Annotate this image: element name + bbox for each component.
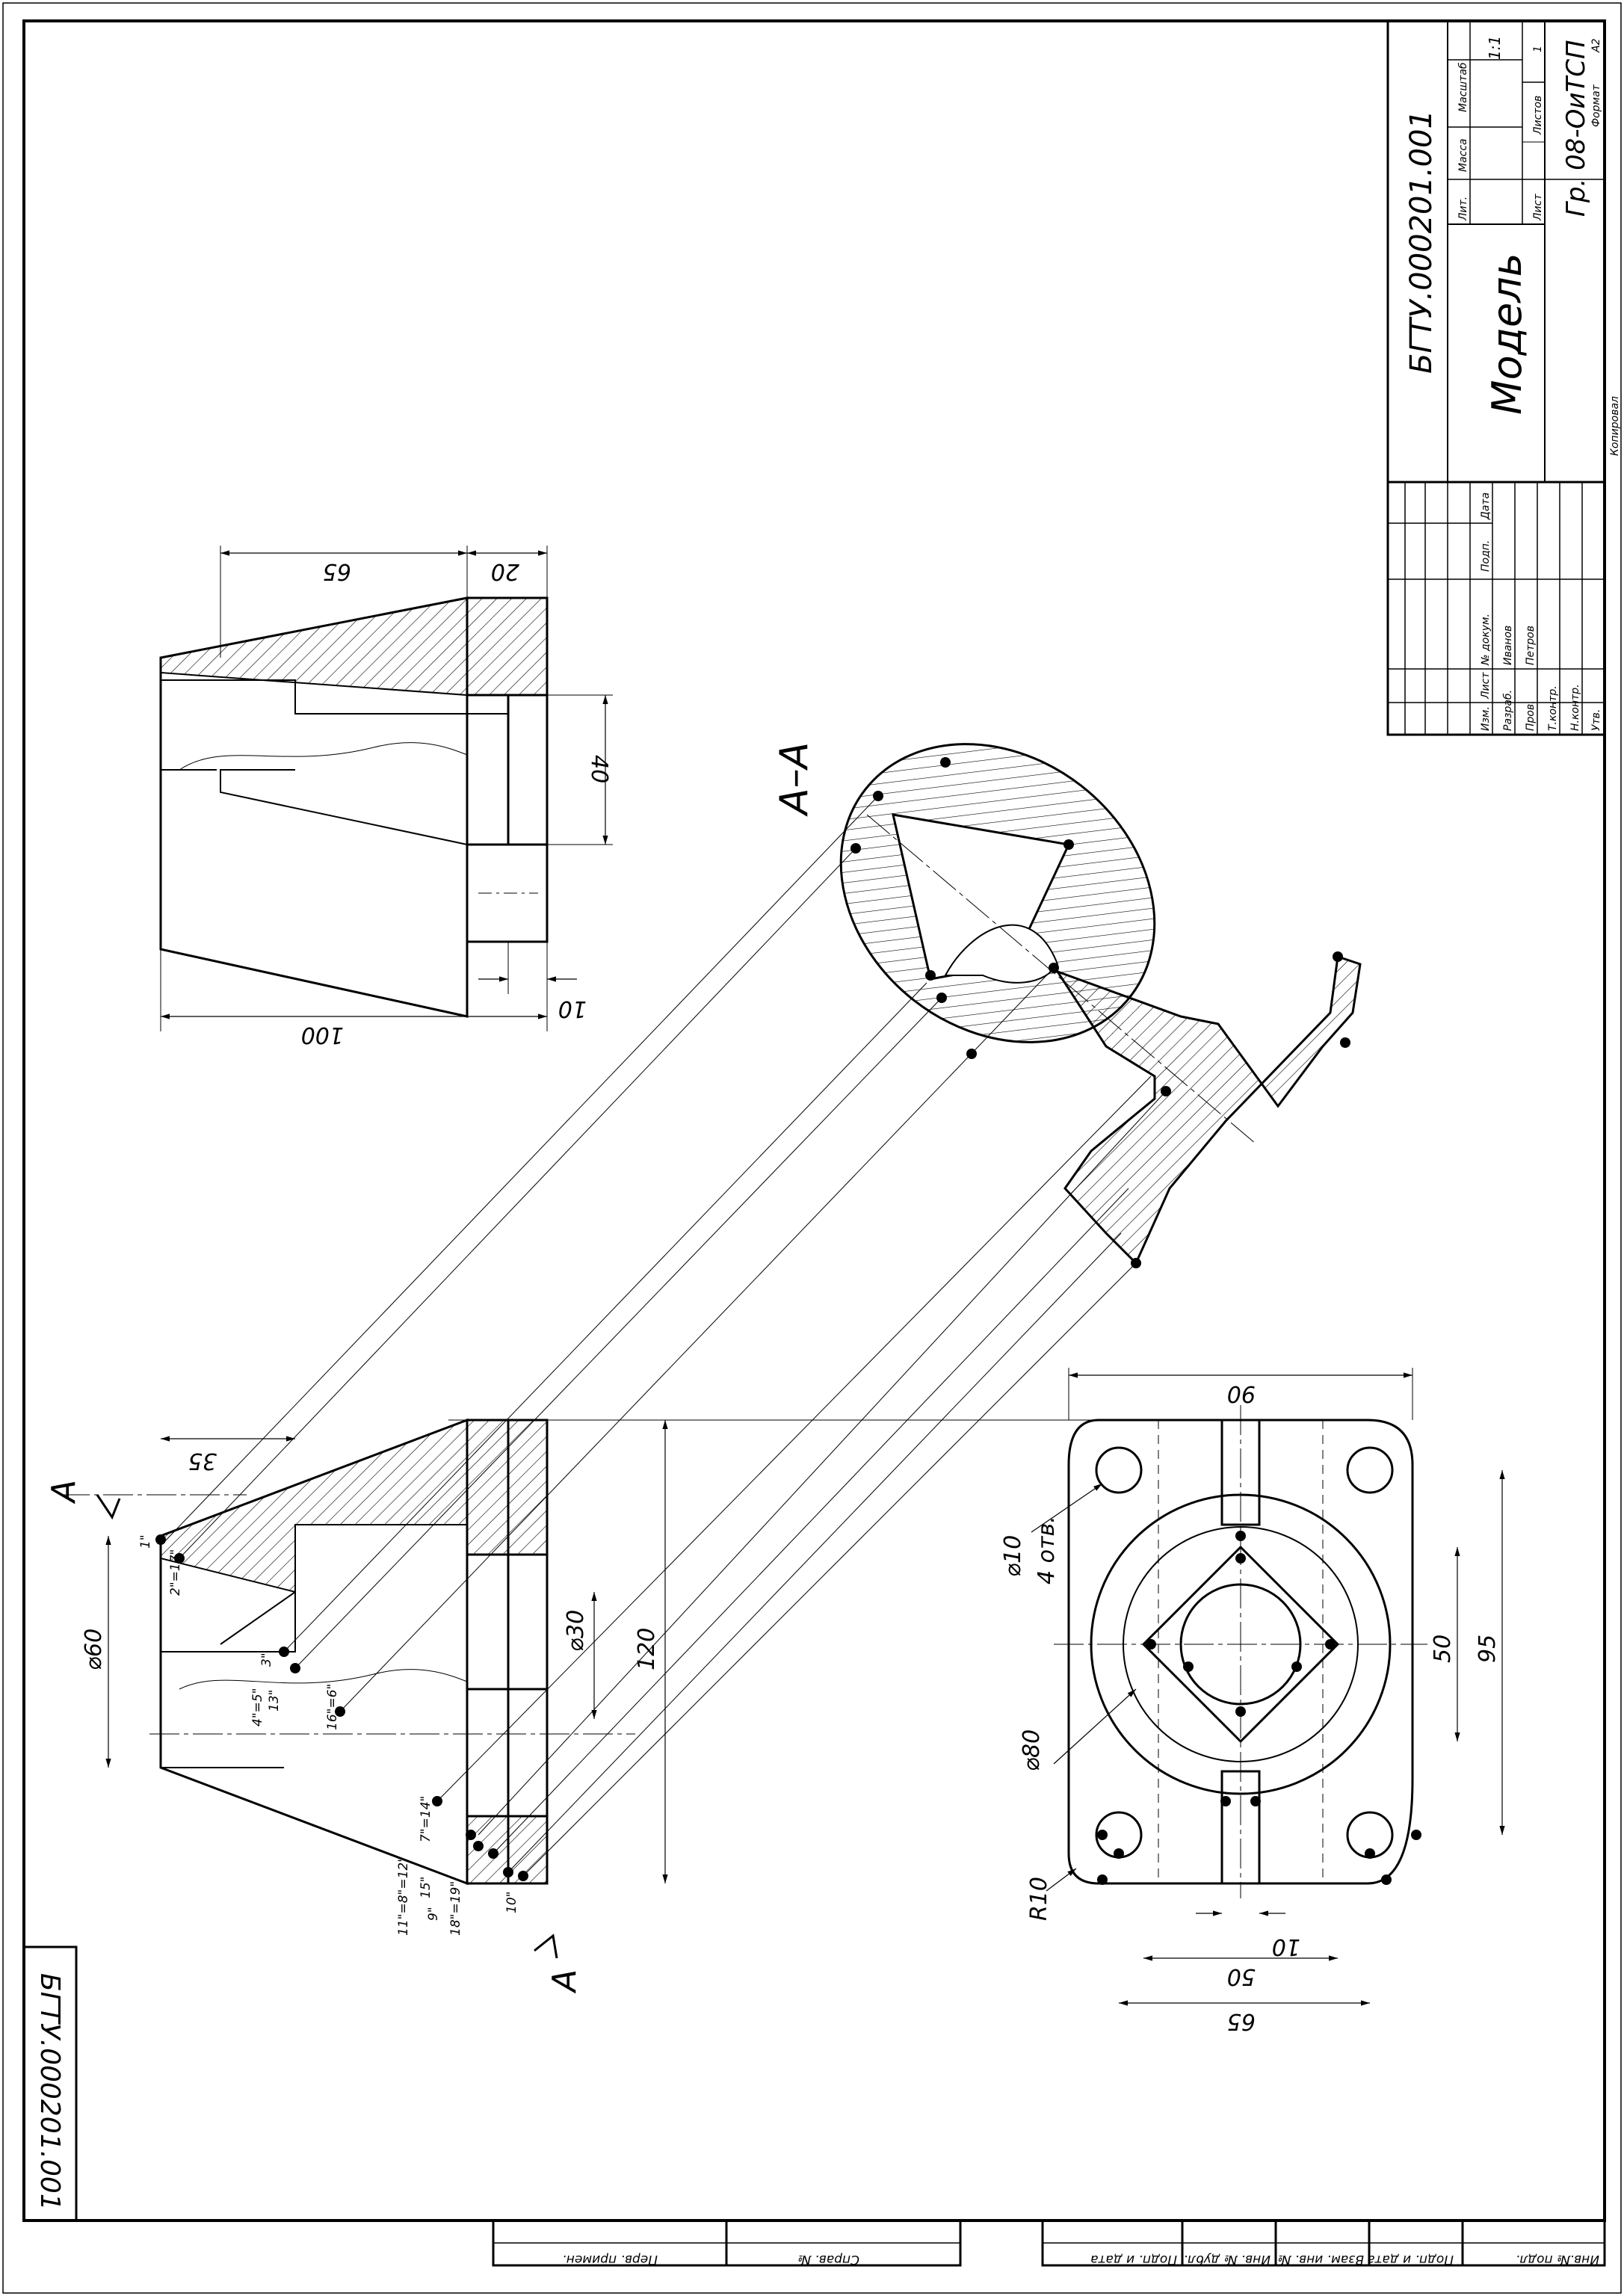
dim-top-10: 10 xyxy=(558,996,587,1022)
dim-50-v: 50 xyxy=(1430,1635,1456,1663)
tb-col-izm: Изм. xyxy=(1480,706,1492,731)
tb-group: Гр. 08-ОиТСП xyxy=(1561,40,1591,217)
side-columns xyxy=(492,2219,1606,2267)
cut-label-top: А xyxy=(45,1480,83,1505)
tb-hdr-lit: Лит. xyxy=(1457,197,1469,221)
tb-format-value: A2 xyxy=(1590,38,1602,53)
tb-scale-value: 1:1 xyxy=(1486,36,1504,60)
pt-4: 4"=5" xyxy=(250,1688,265,1726)
cut-label-bottom: А xyxy=(546,1969,584,1994)
tb-sheets-label: Листов xyxy=(1532,96,1544,135)
tb-checker: Петров xyxy=(1525,626,1537,665)
side-col-top-0: Справ. № xyxy=(797,2252,859,2267)
pt-3: 3" xyxy=(259,1652,274,1667)
dim-10-dia: ⌀10 xyxy=(1000,1535,1026,1577)
section-label: А–А xyxy=(772,742,817,817)
side-col-3: Инв. № дубл. xyxy=(1184,2252,1271,2267)
tb-role-ncontr: Н.контр. xyxy=(1569,684,1581,731)
plan-points xyxy=(1097,1531,1421,1885)
projection-points xyxy=(155,757,1350,1881)
pt-16: 16"=6" xyxy=(325,1684,340,1730)
tb-role-dev: Разраб. xyxy=(1502,690,1514,731)
tb-sheet-label: Лист xyxy=(1532,194,1544,221)
drawing-frame xyxy=(22,19,1606,2222)
tb-hdr-scale: Масштаб xyxy=(1457,62,1469,112)
dim-65: 65 xyxy=(1227,2008,1256,2034)
corner-stamp: БГТУ.000201.001 xyxy=(22,1945,78,2222)
tb-col-list: Лист xyxy=(1480,672,1492,700)
dim-top-100: 100 xyxy=(301,1022,344,1048)
corner-stamp-text: БГТУ.000201.001 xyxy=(34,1973,65,2211)
dim-60: ⌀60 xyxy=(81,1629,107,1670)
tb-col-doc: № докум. xyxy=(1480,614,1492,666)
tb-role-check: Пров. xyxy=(1525,700,1537,731)
dim-r10: R10 xyxy=(1026,1877,1052,1921)
pt-18: 18"=19" xyxy=(448,1881,463,1936)
side-view-small xyxy=(159,546,613,1031)
tb-name: Модель xyxy=(1483,253,1531,415)
dim-90: 90 xyxy=(1227,1380,1256,1407)
front-section-view xyxy=(60,1418,668,1959)
tb-designation: БГТУ.000201.001 xyxy=(1404,110,1439,374)
pt-10: 10" xyxy=(504,1892,519,1913)
tb-developer: Иванов xyxy=(1502,626,1514,665)
dim-35: 35 xyxy=(188,1448,217,1474)
dim-80: ⌀80 xyxy=(1019,1729,1045,1771)
side-col-1: Подп. и дата xyxy=(1367,2252,1454,2267)
dim-top-20: 20 xyxy=(491,558,519,584)
dim-holes: 4 отв. xyxy=(1034,1516,1060,1584)
side-col-2: Взам. инв. № xyxy=(1278,2252,1364,2267)
tb-copied: Копировал xyxy=(1609,396,1621,456)
dim-120: 120 xyxy=(634,1628,660,1670)
dim-95: 95 xyxy=(1475,1635,1501,1663)
pt-7: 7"=14" xyxy=(419,1796,433,1842)
pt-11: 11"=8"=12" xyxy=(396,1857,411,1936)
pt-13: 13" xyxy=(267,1690,282,1712)
plan-view xyxy=(1031,1368,1505,2006)
tb-col-sign: Подп. xyxy=(1480,540,1492,572)
dim-top-65: 65 xyxy=(323,558,351,584)
side-col-0: Инв.№ подл. xyxy=(1516,2252,1599,2267)
tb-role-approve: Утв. xyxy=(1590,709,1602,731)
tb-format-label: Формат xyxy=(1590,84,1602,127)
side-col-4: Подп. и дата xyxy=(1090,2252,1177,2267)
dim-top-40: 40 xyxy=(586,755,612,783)
dim-10-b: 10 xyxy=(1272,1934,1300,1960)
section-a-a xyxy=(839,743,1362,1265)
tb-hdr-mass: Масса xyxy=(1457,138,1469,172)
tb-sheets-value: 1 xyxy=(1532,46,1544,52)
dim-50-h: 50 xyxy=(1227,1963,1256,1990)
side-col-top-1: Перв. примен. xyxy=(562,2252,658,2267)
tb-col-date: Дата xyxy=(1480,493,1492,520)
dim-30: ⌀30 xyxy=(563,1610,589,1652)
pt-15: 15" xyxy=(419,1877,433,1898)
title-block: Изм. Лист № докум. Подп. Дата Разраб. Пр… xyxy=(1386,19,1621,736)
pt-9: 9" xyxy=(426,1907,441,1921)
tb-role-tcontr: Т.контр. xyxy=(1547,685,1559,731)
pt-1: 1" xyxy=(138,1534,153,1549)
